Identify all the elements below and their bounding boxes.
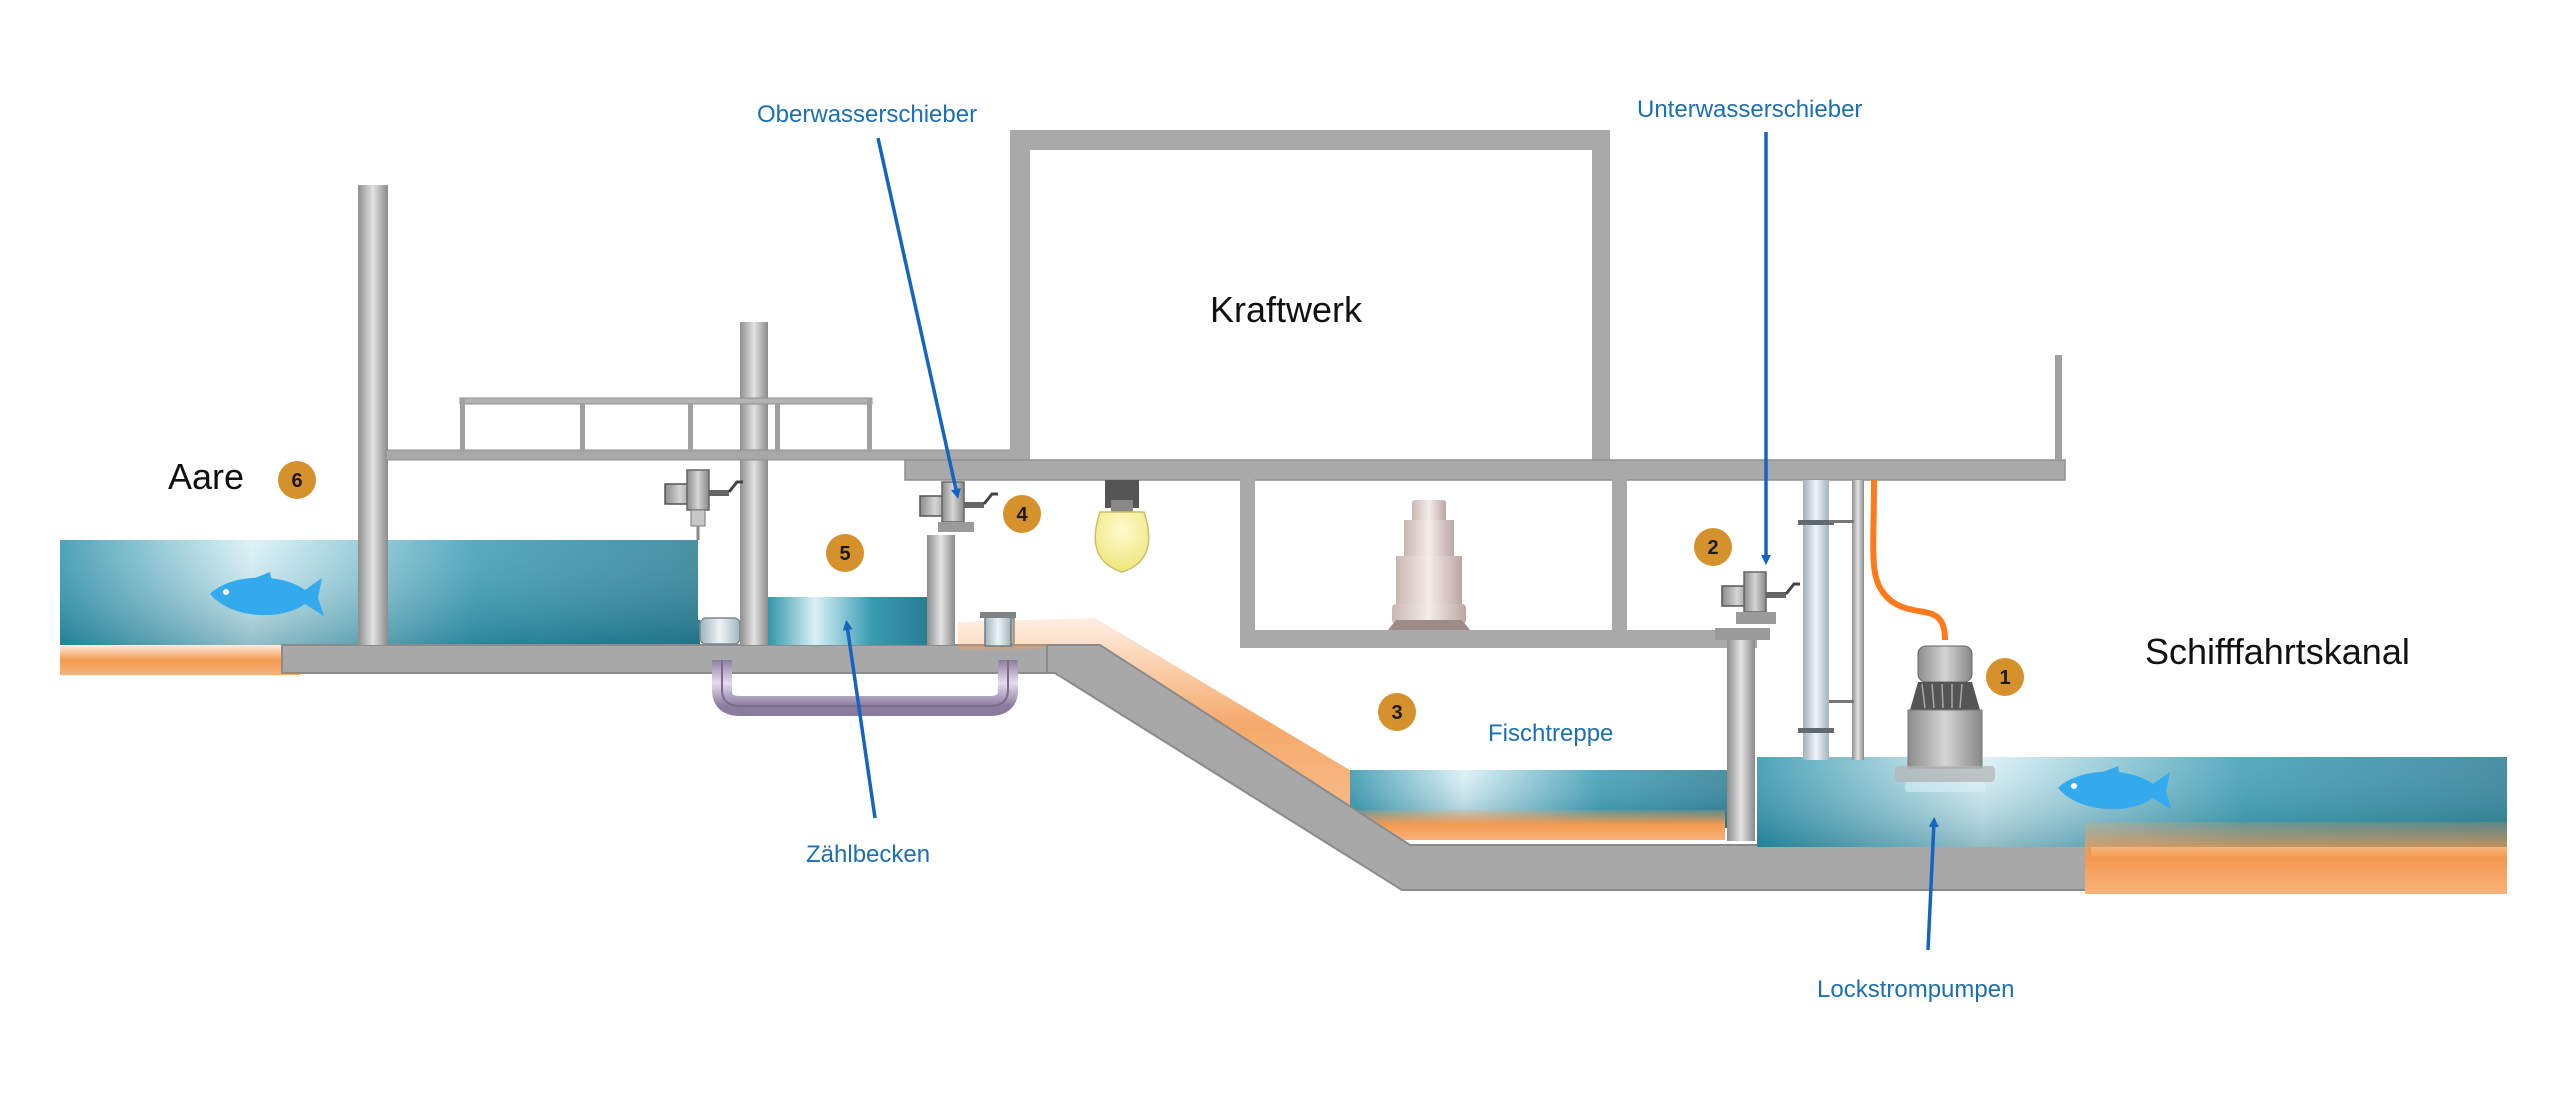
marker-badge-2: 2 — [1694, 528, 1732, 566]
label-kraftwerk: Kraftwerk — [1210, 289, 1363, 330]
marker-badge-6: 6 — [278, 461, 316, 499]
left-pillars — [358, 185, 955, 645]
fish-ladder — [958, 612, 2091, 891]
fish-icon — [2058, 766, 2172, 810]
upper-floor-slab — [281, 644, 1048, 674]
label-fischtreppe: Fischtreppe — [1488, 720, 1613, 747]
gate-valve-oberwasser — [919, 481, 998, 532]
turbine-unit — [1388, 500, 1470, 630]
marker-5-label: 5 — [839, 543, 850, 565]
label-lockstrompumpen: Lockstrompumpen — [1817, 976, 2014, 1003]
lure-current-pump — [1895, 645, 1995, 792]
marker-3-label: 3 — [1391, 702, 1402, 724]
annotation-arrows — [842, 132, 1939, 951]
marker-6-label: 6 — [291, 470, 302, 492]
marker-2-label: 2 — [1707, 537, 1718, 559]
counting-basin-water — [767, 597, 927, 645]
gate-valve-unterwasser — [1721, 571, 1800, 624]
label-aare: Aare — [168, 456, 244, 497]
label-oberwasserschieber: Oberwasserschieber — [757, 101, 977, 128]
pump-pipe — [1798, 479, 1948, 760]
label-zaehlbecken: Zählbecken — [806, 841, 930, 868]
fish-icon — [210, 572, 324, 616]
label-unterwasserschieber: Unterwasserschieber — [1637, 96, 1862, 123]
arrow-oberwasserschieber — [876, 137, 961, 499]
gate-support-pillar — [1715, 628, 1770, 841]
marker-badge-5: 5 — [826, 534, 864, 572]
power-plant-building — [904, 130, 2066, 648]
marker-4-label: 4 — [1016, 504, 1028, 526]
light-lamp — [1094, 480, 1150, 573]
marker-badges: 1 2 3 4 5 6 — [278, 461, 2024, 731]
marker-badge-1: 1 — [1986, 658, 2024, 696]
arrow-lockstrompumpen — [1926, 817, 1939, 951]
marker-1-label: 1 — [1999, 667, 2010, 689]
marker-badge-4: 4 — [1003, 495, 1041, 533]
walkway-railing — [385, 397, 1017, 461]
marker-badge-3: 3 — [1378, 693, 1416, 731]
arrow-zaehlbecken — [842, 620, 877, 819]
label-schifffahrtskanal: Schifffahrtskanal — [2145, 631, 2410, 672]
gate-valve-left — [664, 469, 743, 540]
